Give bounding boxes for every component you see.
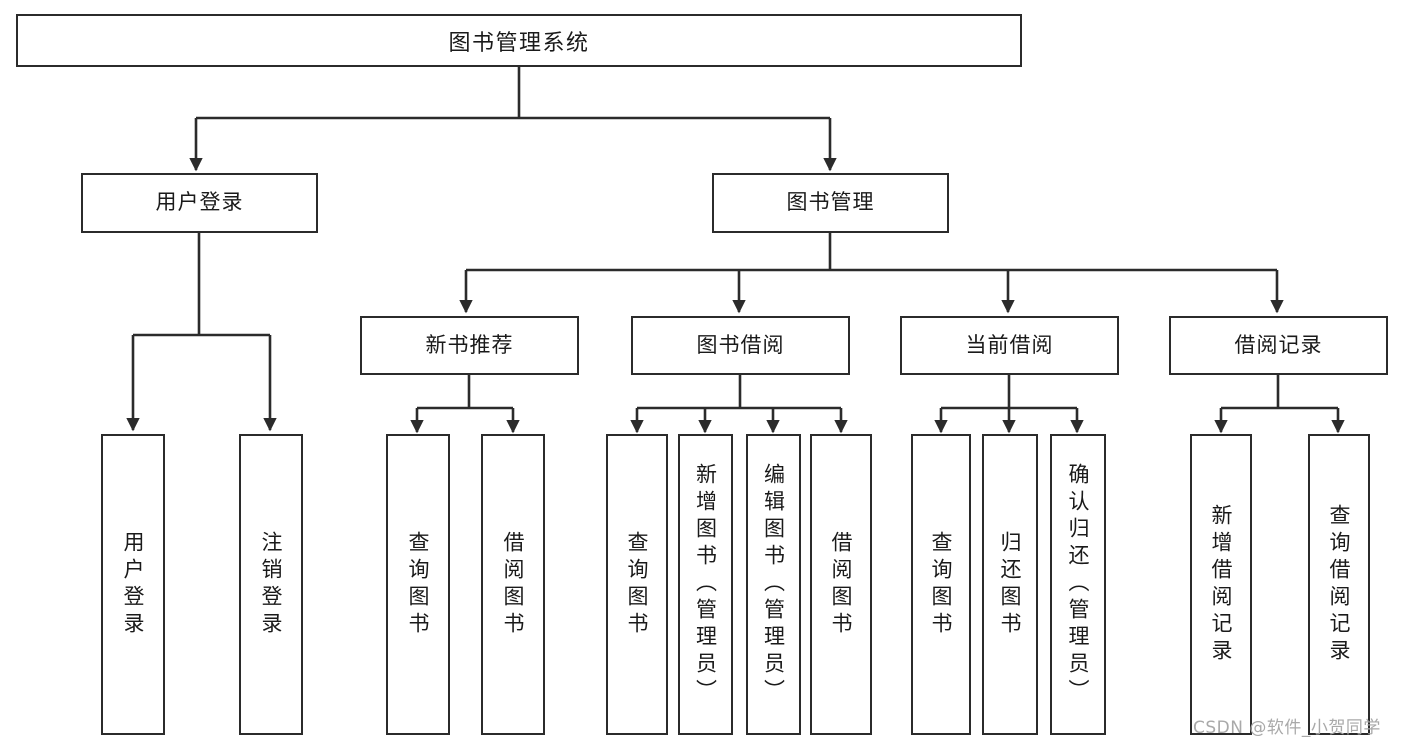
- leaf-borrow-borrow-book[interactable]: 借阅图书: [810, 434, 872, 735]
- node-label: 用户登录: [121, 530, 145, 639]
- node-label: 注销登录: [259, 530, 283, 639]
- leaf-new-book-borrow[interactable]: 借阅图书: [481, 434, 545, 735]
- leaf-borrow-query-book[interactable]: 查询图书: [606, 434, 668, 735]
- node-borrow-record[interactable]: 借阅记录: [1169, 316, 1388, 375]
- node-label: 归还图书: [998, 530, 1022, 639]
- node-new-book-recommend[interactable]: 新书推荐: [360, 316, 579, 375]
- node-label: 查询图书: [929, 530, 953, 639]
- leaf-current-query-book[interactable]: 查询图书: [911, 434, 971, 735]
- watermark: CSDN @软件_小贺同学: [1193, 718, 1381, 738]
- node-label: 当前借阅: [965, 332, 1054, 357]
- leaf-record-add[interactable]: 新增借阅记录: [1190, 434, 1252, 735]
- node-label: 查询借阅记录: [1327, 503, 1351, 666]
- node-label: 用户登录: [155, 190, 244, 215]
- node-label: 新增借阅记录: [1209, 503, 1233, 666]
- node-label: 借阅图书: [501, 530, 525, 639]
- node-label: 查询图书: [625, 530, 649, 639]
- leaf-user-login-logout[interactable]: 注销登录: [239, 434, 303, 735]
- node-label: 确认归还（管理员）: [1066, 463, 1090, 706]
- node-book-borrow[interactable]: 图书借阅: [631, 316, 850, 375]
- node-label: 图书借阅: [696, 332, 785, 357]
- leaf-new-book-query[interactable]: 查询图书: [386, 434, 450, 735]
- node-label: 新书推荐: [425, 332, 514, 357]
- node-root-system[interactable]: 图书管理系统: [16, 14, 1022, 67]
- node-label: 图书管理系统: [448, 30, 590, 56]
- leaf-borrow-add-book[interactable]: 新增图书（管理员）: [678, 434, 733, 735]
- node-label: 借阅图书: [829, 530, 853, 639]
- node-label: 查询图书: [406, 530, 430, 639]
- node-label: 新增图书（管理员）: [693, 463, 718, 706]
- leaf-user-login-login[interactable]: 用户登录: [101, 434, 165, 735]
- node-user-login[interactable]: 用户登录: [81, 173, 318, 233]
- node-label: 图书管理: [786, 190, 875, 215]
- leaf-current-return-book[interactable]: 归还图书: [982, 434, 1038, 735]
- node-current-borrow[interactable]: 当前借阅: [900, 316, 1119, 375]
- leaf-current-confirm-return[interactable]: 确认归还（管理员）: [1050, 434, 1106, 735]
- node-label: 借阅记录: [1234, 332, 1323, 357]
- leaf-record-query[interactable]: 查询借阅记录: [1308, 434, 1370, 735]
- node-book-management[interactable]: 图书管理: [712, 173, 949, 233]
- node-label: 编辑图书（管理员）: [761, 463, 786, 706]
- leaf-borrow-edit-book[interactable]: 编辑图书（管理员）: [746, 434, 801, 735]
